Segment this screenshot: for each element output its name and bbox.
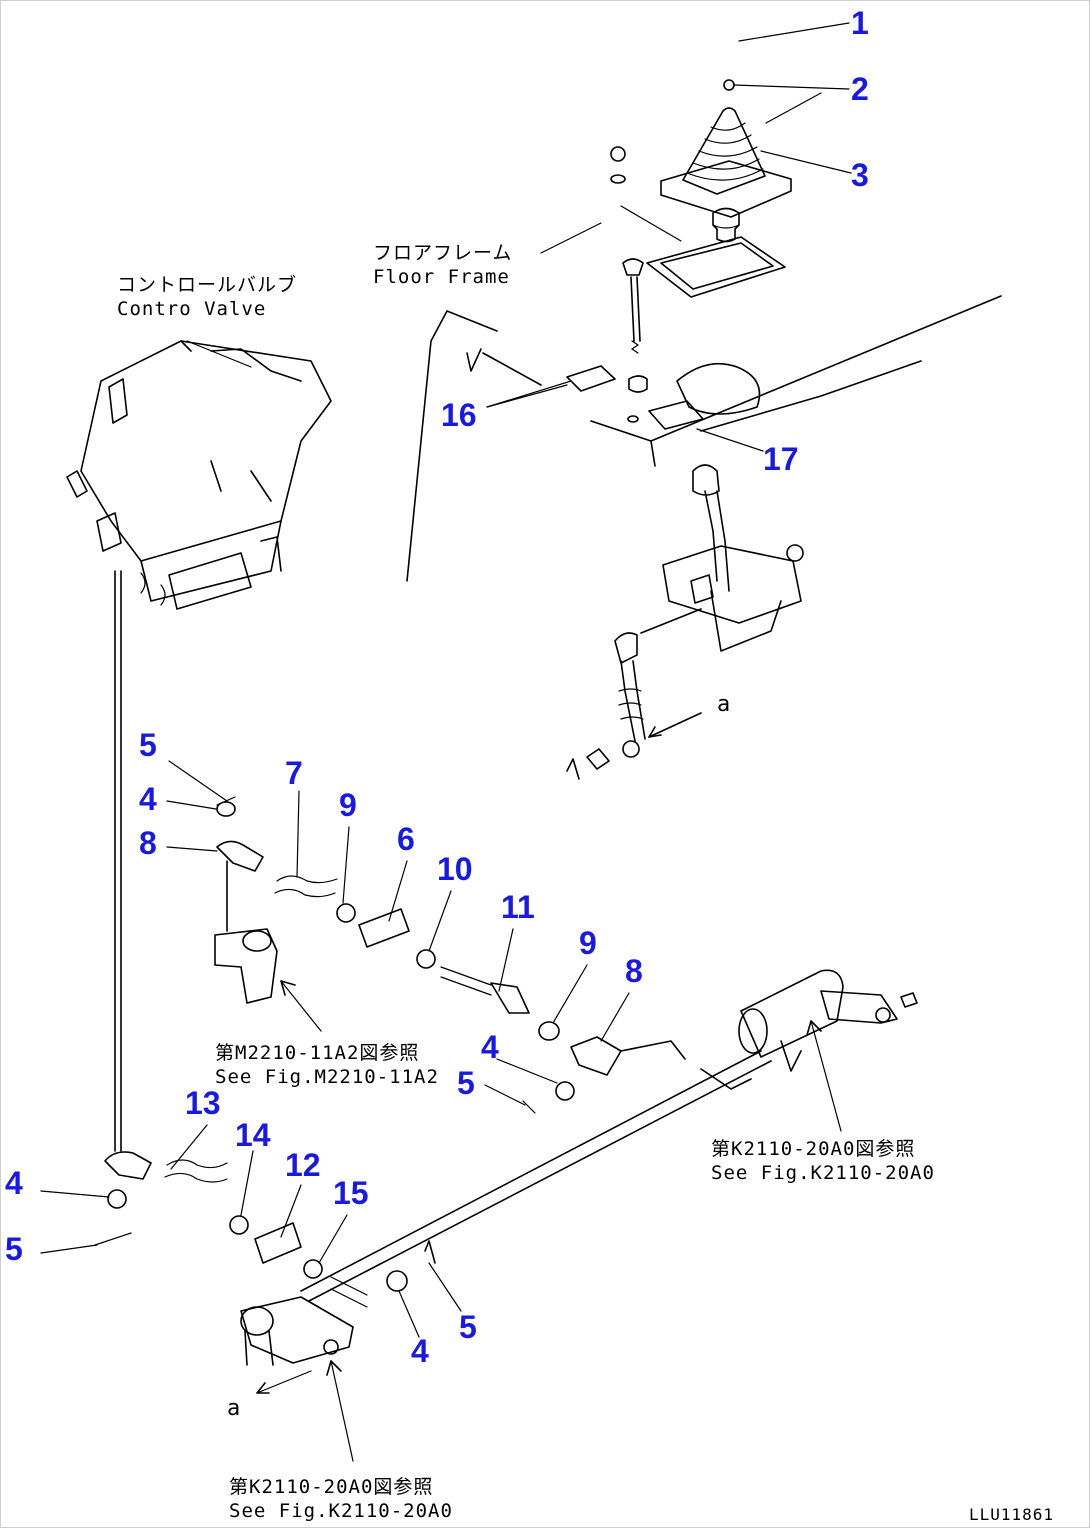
- leader-lines: [40, 22, 852, 1338]
- long-rod: [300, 1050, 772, 1302]
- callout-11: 11: [501, 889, 535, 925]
- callout-13: 13: [185, 1085, 221, 1121]
- connector-mark-a-top: a: [717, 692, 732, 717]
- callout-5-lower: 5: [459, 1309, 477, 1345]
- callout-9-lower: 9: [579, 925, 597, 961]
- knob-part: [712, 207, 740, 243]
- lower-linkage: [94, 1151, 436, 1462]
- control-valve-label: コントロールバルブ Contro Valve: [117, 274, 298, 320]
- lever-assembly: [566, 464, 804, 780]
- connector-mark-a-bottom: a: [227, 1396, 242, 1421]
- callout-14: 14: [235, 1117, 271, 1153]
- boot-part: [660, 107, 792, 218]
- callout-4-left: 4: [5, 1165, 23, 1201]
- callout-1: 1: [851, 5, 869, 41]
- callout-15: 15: [333, 1175, 369, 1211]
- control-valve: [66, 340, 332, 1152]
- drawing-code: LLU11861: [969, 1505, 1055, 1524]
- callout-5-upper: 5: [139, 727, 157, 763]
- callout-4-upper: 4: [139, 781, 157, 817]
- callout-4-lower: 4: [411, 1333, 429, 1369]
- bolt-part: [622, 258, 644, 354]
- callout-8-lower: 8: [625, 953, 643, 989]
- floor-frame-label: フロアフレーム Floor Frame: [373, 242, 513, 288]
- callout-3: 3: [851, 157, 869, 193]
- boot-plate-part: [646, 236, 786, 298]
- right-shaft: [700, 969, 918, 1132]
- callout-12: 12: [285, 1147, 321, 1183]
- washer-part: [723, 79, 735, 91]
- callout-16: 16: [441, 397, 477, 433]
- callout-8-upper: 8: [139, 825, 157, 861]
- callout-5-mid: 5: [457, 1065, 475, 1101]
- callout-10: 10: [437, 851, 473, 887]
- callout-17: 17: [763, 441, 799, 477]
- callout-2: 2: [851, 71, 869, 107]
- callout-7: 7: [285, 755, 303, 791]
- ref-k2110-bottom-label: 第K2110-20A0図参照 See Fig.K2110-20A0: [229, 1476, 453, 1522]
- callout-5-left: 5: [5, 1231, 23, 1267]
- ref-k2110-right-label: 第K2110-20A0図参照 See Fig.K2110-20A0: [711, 1138, 935, 1184]
- middle-linkage: [214, 796, 686, 1114]
- nut-bolt-parts: [610, 146, 682, 242]
- callout-6: 6: [397, 821, 415, 857]
- callout-9-upper: 9: [339, 787, 357, 823]
- ref-m2210-label: 第M2210-11A2図参照 See Fig.M2210-11A2: [215, 1042, 439, 1088]
- callout-4-mid: 4: [481, 1029, 499, 1065]
